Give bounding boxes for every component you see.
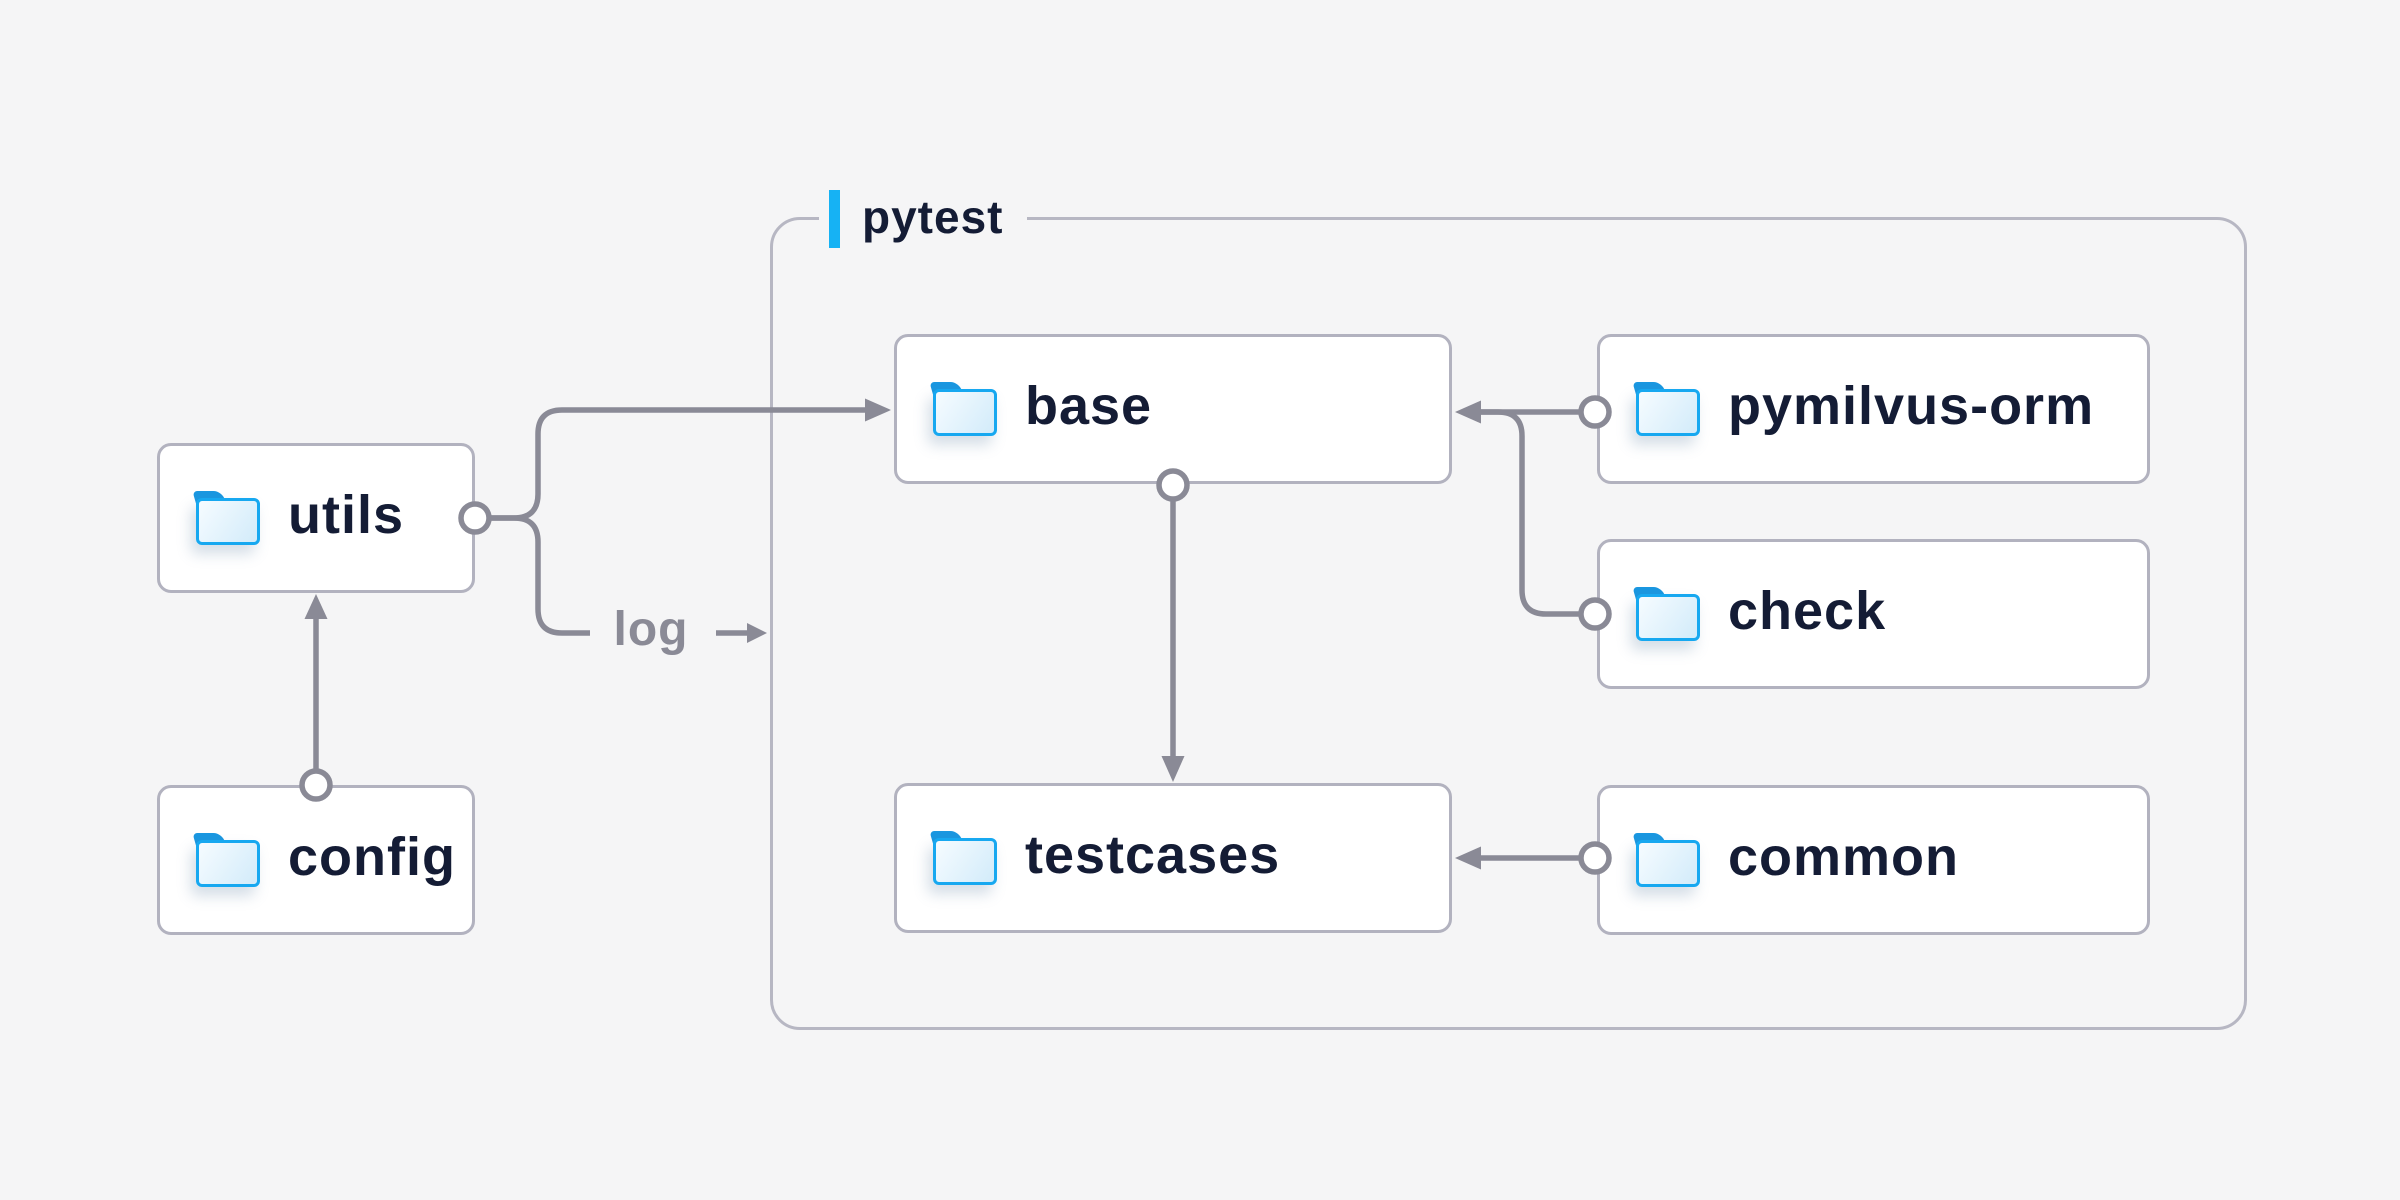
node-common: common <box>1597 785 2150 935</box>
node-label-base: base <box>1025 376 1153 436</box>
node-pymilvus-orm: pymilvus-orm <box>1597 334 2150 484</box>
folder-icon <box>1632 586 1700 642</box>
folder-icon <box>1632 832 1700 888</box>
edge-label-log: log <box>613 603 689 657</box>
folder-icon <box>929 381 997 437</box>
folder-icon <box>929 830 997 886</box>
node-label-testcases: testcases <box>1025 825 1281 885</box>
group-pytest: pytest <box>770 187 2247 1030</box>
node-label-check: check <box>1728 581 1887 641</box>
folder-icon <box>192 832 260 888</box>
node-config: config <box>157 785 475 935</box>
accent-bar-icon <box>829 190 840 248</box>
arrowhead-into-utils <box>304 594 328 619</box>
folder-icon <box>192 490 260 546</box>
arrowhead-log <box>747 623 767 643</box>
folder-icon <box>1632 381 1700 437</box>
node-check: check <box>1597 539 2150 689</box>
node-label-config: config <box>288 827 456 887</box>
node-label-common: common <box>1728 827 1960 887</box>
group-pytest-label: pytest <box>819 187 1028 251</box>
edge-utils-log <box>489 515 590 636</box>
node-base: base <box>894 334 1452 484</box>
group-title: pytest <box>862 191 1004 243</box>
node-label-pymilvus-orm: pymilvus-orm <box>1728 376 2095 436</box>
node-label-utils: utils <box>288 485 405 545</box>
node-testcases: testcases <box>894 783 1452 933</box>
node-utils: utils <box>157 443 475 593</box>
